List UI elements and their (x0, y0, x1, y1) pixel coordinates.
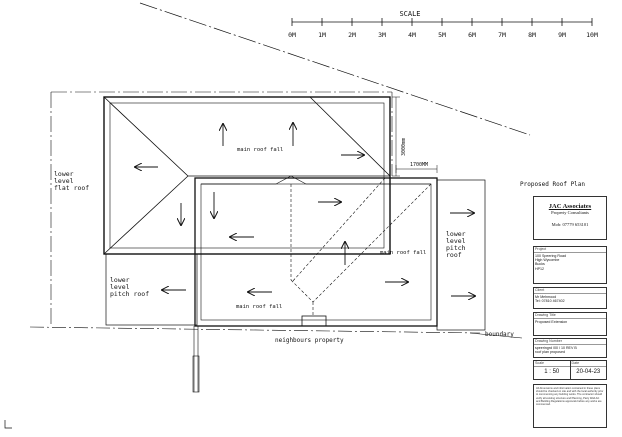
main-roof (103, 96, 391, 255)
label-neighbours-property: neighbours property (275, 337, 344, 344)
boundary-diagonal-line (139, 2, 531, 136)
title-block-drawing-title: Drawing Title Proposed Extension (533, 312, 607, 336)
drawing-title-value: Proposed Extension (535, 319, 568, 324)
dimension-height: 3000mm (401, 138, 407, 156)
scale-tick-label: 7M (498, 31, 506, 39)
wall-strip (192, 326, 200, 393)
label-main-roof-fall-3: main roof fall (236, 304, 282, 310)
scale-tick-label: 3M (378, 31, 386, 39)
title-block-project: Project 100 Speering Road High Wycombe B… (533, 246, 607, 284)
drawing-number-value: speeringrd /00 / 10 REV B roof plan prop… (535, 345, 577, 354)
drawing-title-label: Drawing Title (534, 313, 606, 319)
scale-bar: SCALE 0M 1M 2M 3M 4M 5M 6M 7M 8M 9M 10M (288, 10, 598, 39)
company-name: JAC Associates (548, 203, 592, 210)
label-pitch-roof-left: lower level pitch roof (110, 276, 149, 298)
scale-tick-label: 4M (408, 31, 416, 39)
label-flat-roof: lower level flat roof (54, 170, 89, 192)
project-value: 100 Speering Road High Wycombe Bucks HP1… (535, 253, 566, 271)
title-block-client: Client Mr Mehmood Tel: 07810 467402 (533, 287, 607, 309)
company-subtitle: Property Consultants (551, 210, 589, 215)
company-mobile: Mob: 07779 653101 (551, 222, 589, 227)
lower-pitch-roof-left (105, 253, 198, 326)
scale-label: Scale (534, 361, 570, 367)
date-cell: Date 20-04-23 (570, 361, 606, 379)
dimension-width: 1700MM (410, 162, 428, 168)
scale-tick-label: 6M (468, 31, 476, 39)
label-pitch-roof-right: lower level pitch roof (446, 230, 470, 259)
date-value: 20-04-23 (576, 369, 601, 375)
scale-tick-label: 5M (438, 31, 446, 39)
notes-text: All dimensions and information contained… (536, 387, 604, 407)
scale-cell: Scale 1 : 50 (534, 361, 571, 379)
client-label: Client (534, 288, 606, 294)
corner-mark (4, 420, 12, 429)
scale-tick-label: 1M (318, 31, 326, 39)
scale-tick-label: 8M (528, 31, 536, 39)
scale-tick-label: 9M (558, 31, 566, 39)
scale-title: SCALE (399, 10, 420, 18)
scale-tick-label: 2M (348, 31, 356, 39)
label-main-roof-fall-1: main roof fall (237, 147, 283, 153)
scale-ticks: 0M 1M 2M 3M 4M 5M 6M 7M 8M 9M 10M (288, 18, 598, 39)
project-label: Project (534, 247, 606, 253)
label-main-roof-fall-2: main roof fall (380, 250, 426, 256)
title-block-company: JAC Associates Property Consultants Mob:… (533, 196, 607, 240)
client-value: Mr Mehmood Tel: 07810 467402 (535, 294, 565, 303)
scale-tick-label: 0M (288, 31, 296, 39)
scale-tick-label: 10M (586, 31, 598, 39)
label-boundary: boundary (485, 331, 514, 338)
title-block-scale-date: Scale 1 : 50 Date 20-04-23 (533, 360, 607, 380)
lower-pitch-roof-right (436, 179, 486, 331)
dimensions (392, 96, 438, 177)
lower-level-outline (50, 91, 393, 325)
drawing-number-label: Drawing Number (534, 339, 606, 345)
plan-title: Proposed Roof Plan (520, 181, 585, 188)
boundary-line (29, 326, 481, 334)
date-label: Date (570, 361, 606, 367)
roof-fall-arrows (135, 123, 475, 296)
title-block-notes: All dimensions and information contained… (533, 384, 607, 428)
title-block-drawing-number: Drawing Number speeringrd /00 / 10 REV B… (533, 338, 607, 358)
scale-value: 1 : 50 (544, 369, 560, 375)
